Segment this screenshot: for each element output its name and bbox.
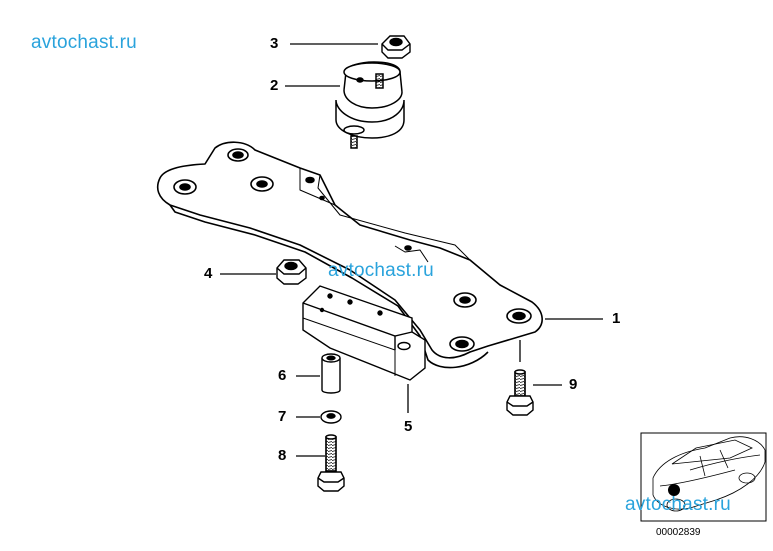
callout-7: 7 (278, 408, 287, 425)
car-location-inset (640, 432, 767, 522)
hex-bolt-short (506, 369, 534, 416)
watermark-bottom-right: avtochast.ru (625, 494, 731, 515)
document-number: 00002839 (656, 527, 701, 538)
callout-3: 3 (270, 35, 279, 52)
callout-5: 5 (404, 418, 413, 435)
callout-4: 4 (204, 265, 213, 282)
callout-9: 9 (569, 376, 578, 393)
transmission-mount (335, 61, 405, 149)
transmission-crossmember (156, 141, 543, 369)
callout-6: 6 (278, 367, 287, 384)
watermark-center: avtochast.ru (328, 260, 434, 281)
callout-1: 1 (612, 310, 621, 327)
hex-bolt-long (317, 434, 345, 492)
location-marker (668, 484, 680, 496)
sleeve (321, 353, 341, 394)
callout-8: 8 (278, 447, 287, 464)
hex-nut-left (276, 259, 307, 285)
callout-2: 2 (270, 77, 279, 94)
leader-lines (220, 43, 603, 457)
watermark-top-left: avtochast.ru (31, 32, 137, 53)
washer (320, 410, 342, 424)
hex-nut-top (381, 35, 411, 59)
bracket (302, 285, 426, 381)
